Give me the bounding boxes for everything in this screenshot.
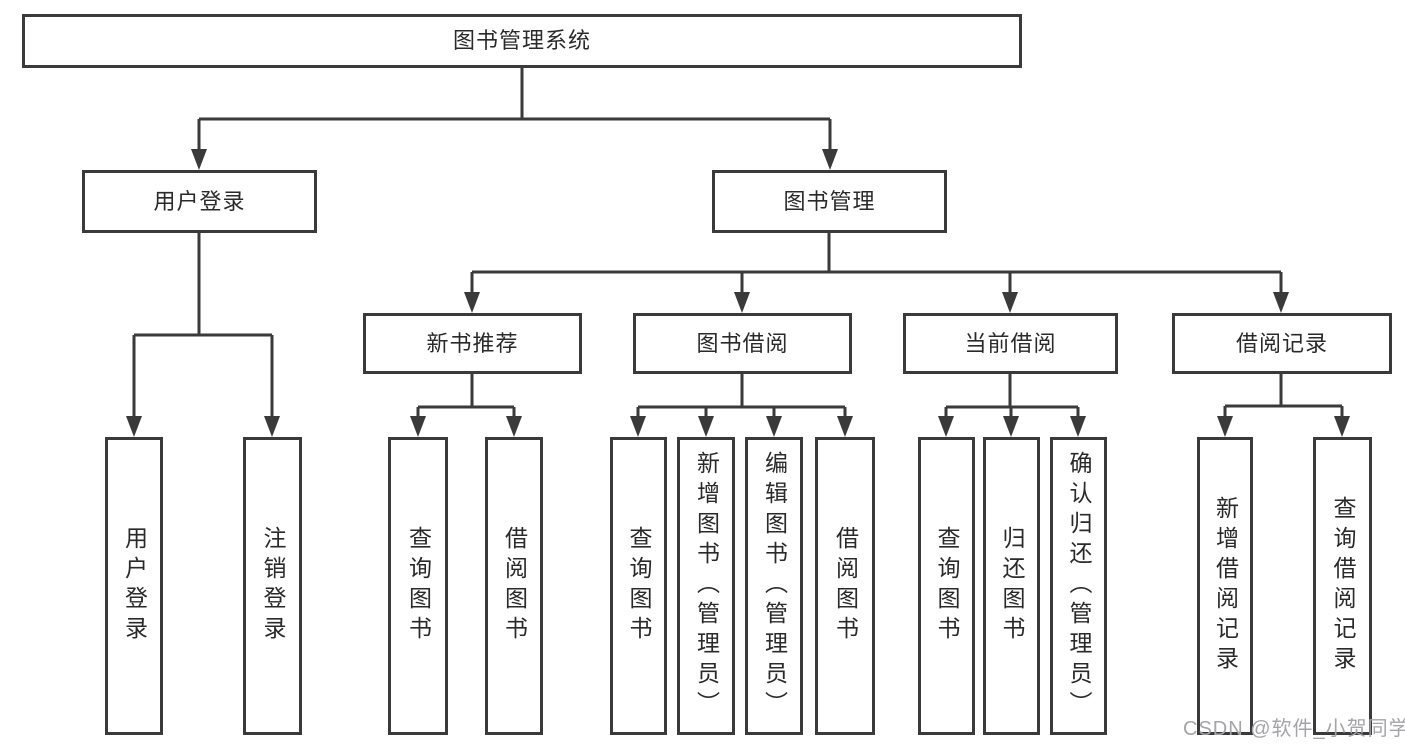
leaf-current-return-book: 归还图书 bbox=[983, 437, 1040, 735]
branch-book-management: 图书管理 bbox=[712, 170, 947, 233]
leaf-borrow-add-book-admin: 新增图书（管理员） bbox=[677, 437, 735, 735]
leaf-borrow-edit-book-admin: 编辑图书（管理员） bbox=[745, 437, 803, 735]
leaf-borrow-borrow-book: 借阅图书 bbox=[815, 437, 875, 735]
module-book-borrow: 图书借阅 bbox=[633, 313, 852, 374]
leaf-logout: 注销登录 bbox=[243, 437, 302, 735]
leaf-recommend-borrow-book: 借阅图书 bbox=[485, 437, 543, 735]
leaf-recommend-query-book: 查询图书 bbox=[388, 437, 448, 735]
leaf-record-add-borrow-record: 新增借阅记录 bbox=[1197, 437, 1253, 735]
branch-user-login: 用户登录 bbox=[82, 170, 317, 233]
leaf-current-query-book: 查询图书 bbox=[918, 437, 975, 735]
module-borrow-record: 借阅记录 bbox=[1172, 313, 1392, 374]
leaf-borrow-query-book: 查询图书 bbox=[610, 437, 667, 735]
module-current-borrow: 当前借阅 bbox=[903, 313, 1118, 374]
csdn-watermark: CSDN @软件_小贺同学 bbox=[1183, 718, 1405, 740]
leaf-user-login: 用户登录 bbox=[105, 437, 163, 735]
leaf-current-confirm-return-admin: 确认归还（管理员） bbox=[1050, 437, 1107, 735]
leaf-record-query-borrow-record: 查询借阅记录 bbox=[1313, 437, 1372, 735]
root-node-system-title: 图书管理系统 bbox=[22, 14, 1022, 68]
module-new-book-recommend: 新书推荐 bbox=[363, 313, 582, 374]
